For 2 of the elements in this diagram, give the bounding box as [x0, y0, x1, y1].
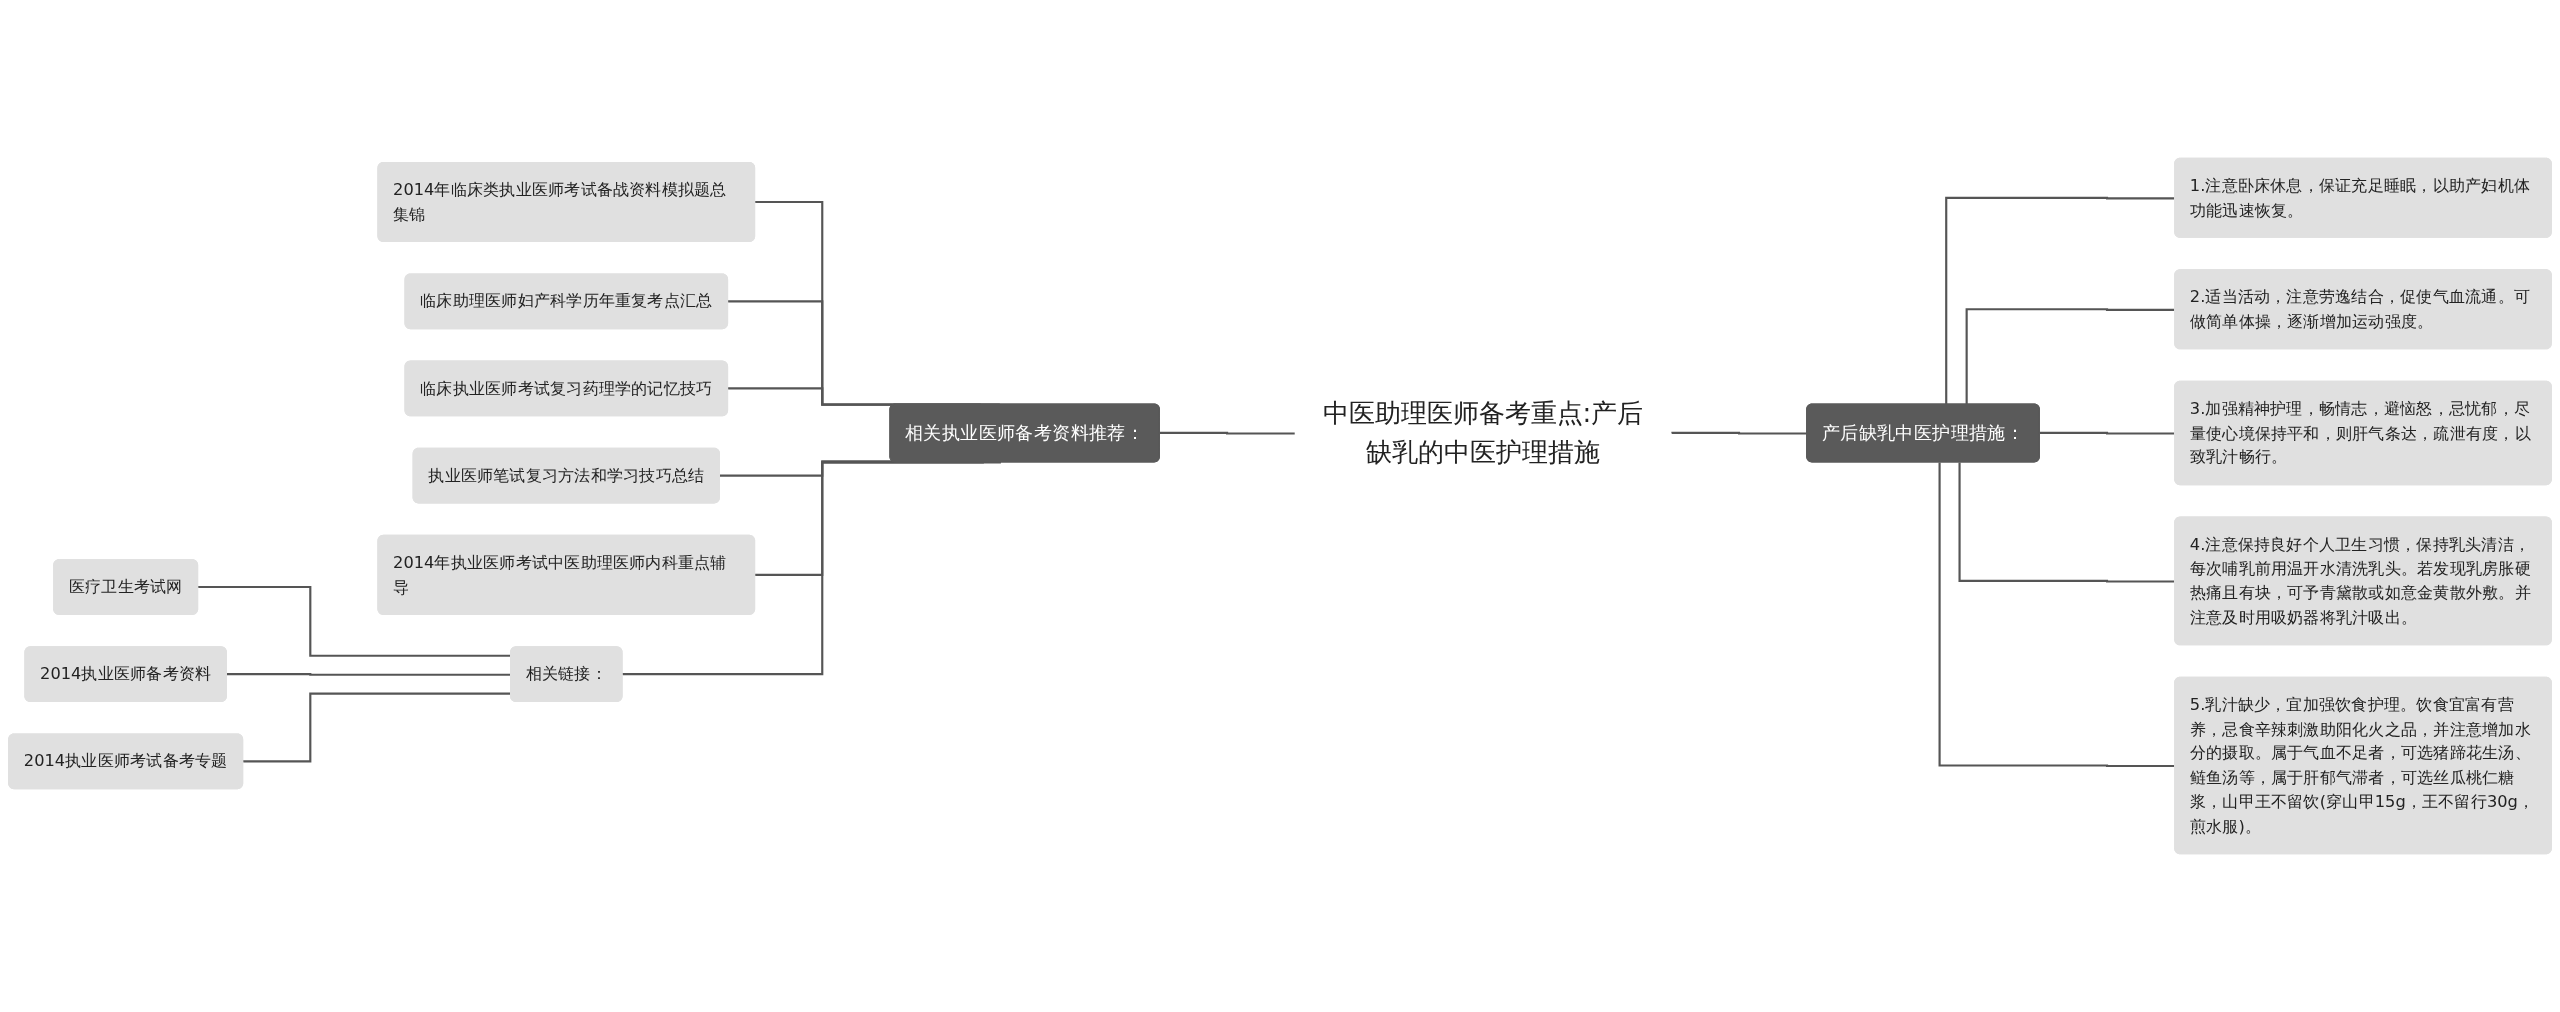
- node-text: 中医助理医师备考重点:产后缺乳的中医护理措施: [1322, 398, 1644, 468]
- connector: [727, 387, 895, 406]
